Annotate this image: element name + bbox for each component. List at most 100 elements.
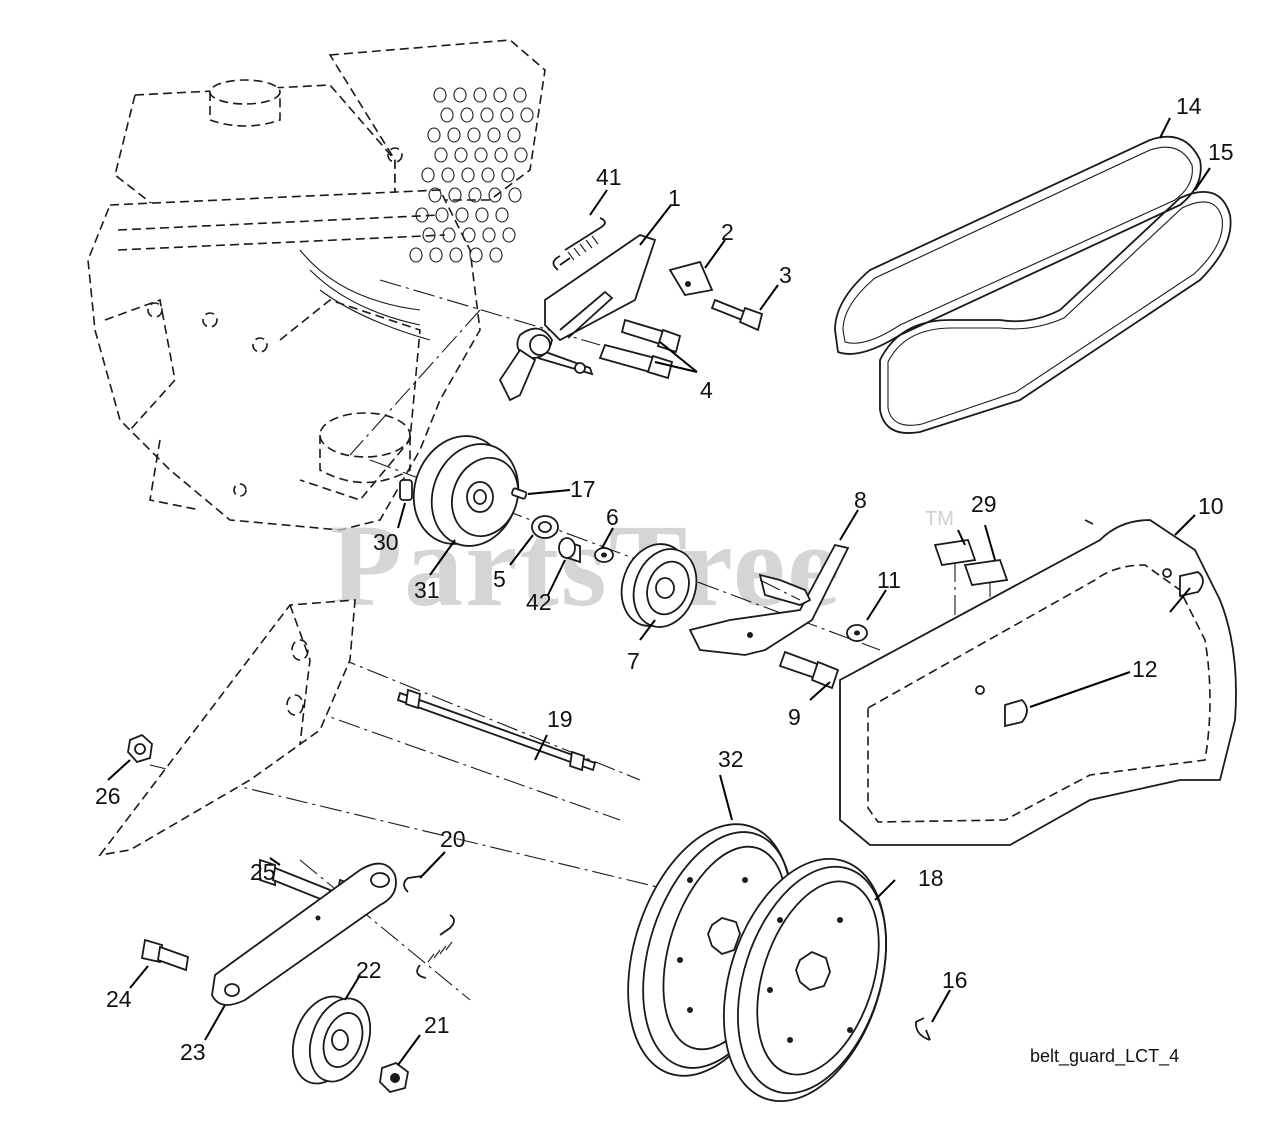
diagram-caption: belt_guard_LCT_4 xyxy=(1030,1046,1179,1067)
part-11-washer xyxy=(846,624,868,642)
cooling-fin-hole xyxy=(514,147,528,163)
part-19-shaft xyxy=(396,688,597,772)
watermark-trademark: TM xyxy=(925,508,954,530)
cooling-fin-hole xyxy=(508,187,522,203)
callout-32: 32 xyxy=(718,746,744,772)
part-42-spacer xyxy=(558,537,581,564)
part-5-nut xyxy=(531,515,559,539)
cooling-fin-hole xyxy=(462,227,476,243)
cooling-fin-hole xyxy=(513,87,527,103)
cooling-fin-hole xyxy=(435,207,449,223)
part-7-idler-pulley xyxy=(620,543,698,628)
part-14-belt xyxy=(834,135,1202,355)
part-15-belt xyxy=(879,190,1232,434)
cooling-fin-hole xyxy=(442,227,456,243)
part-22-pulley xyxy=(291,995,372,1085)
cooling-fin-hole xyxy=(487,127,501,143)
callout-20: 20 xyxy=(440,826,466,852)
part-8-bracket xyxy=(688,543,850,656)
callout-10: 10 xyxy=(1198,493,1224,519)
part-24-bolt xyxy=(140,938,190,972)
callout-14: 14 xyxy=(1176,93,1202,119)
cooling-fin-hole xyxy=(461,167,475,183)
callout-9: 9 xyxy=(788,704,801,730)
cooling-fin-hole xyxy=(454,147,468,163)
cooling-fin-hole xyxy=(434,147,448,163)
cooling-fin-hole xyxy=(493,87,507,103)
callout-4: 4 xyxy=(700,377,713,403)
cooling-fin-hole xyxy=(448,187,462,203)
part-9-bolt xyxy=(778,650,840,690)
callout-18: 18 xyxy=(918,865,944,891)
cooling-fin-hole xyxy=(453,87,467,103)
cooling-fin-hole xyxy=(501,167,515,183)
part-21-nut xyxy=(379,1061,409,1094)
callout-5: 5 xyxy=(493,566,506,592)
callout-3: 3 xyxy=(779,262,792,288)
callout-41: 41 xyxy=(596,164,622,190)
cooling-fin-hole xyxy=(495,207,509,223)
cooling-fin-hole xyxy=(447,127,461,143)
watermark: PartsTree TM xyxy=(330,500,954,631)
part-3-bolt xyxy=(710,298,764,332)
cooling-fin-hole xyxy=(422,227,436,243)
callout-31: 31 xyxy=(414,577,440,603)
callout-8: 8 xyxy=(854,487,867,513)
part-23-idler-arm xyxy=(211,862,397,1006)
cooling-fin-hole xyxy=(433,87,447,103)
callout-19: 19 xyxy=(547,706,573,732)
cooling-fin-hole xyxy=(427,127,441,143)
idler-spring xyxy=(416,914,455,979)
cooling-fin-hole xyxy=(429,247,443,263)
part-2-clip xyxy=(668,260,714,296)
cooling-fin-hole xyxy=(468,187,482,203)
engine-cooling-fins xyxy=(409,87,534,263)
cooling-fin-hole xyxy=(488,187,502,203)
callout-6: 6 xyxy=(606,504,619,530)
part-30-key xyxy=(399,479,413,501)
cooling-fin-hole xyxy=(469,247,483,263)
cooling-fin-hole xyxy=(441,167,455,183)
part-4-bolts xyxy=(598,318,682,380)
cooling-fin-hole xyxy=(502,227,516,243)
callout-30: 30 xyxy=(373,529,399,555)
cooling-fin-hole xyxy=(520,107,534,123)
callout-21: 21 xyxy=(424,1012,450,1038)
cooling-fin-hole xyxy=(449,247,463,263)
cooling-fin-hole xyxy=(409,247,423,263)
callout-42: 42 xyxy=(526,589,552,615)
engine-phantom xyxy=(87,39,546,531)
callout-29: 29 xyxy=(971,491,997,517)
callout-11: 11 xyxy=(877,567,901,593)
part-16-clip xyxy=(915,1017,931,1041)
cooling-fin-hole xyxy=(455,207,469,223)
callout-2: 2 xyxy=(721,219,734,245)
cooling-fin-hole xyxy=(500,107,514,123)
callout-12: 12 xyxy=(1132,656,1158,682)
part-6-washer xyxy=(594,547,614,563)
callout-15: 15 xyxy=(1208,139,1234,165)
cooling-fin-hole xyxy=(473,87,487,103)
part-10-belt-guard xyxy=(839,519,1237,846)
callout-16: 16 xyxy=(942,967,968,993)
part-20-clip xyxy=(403,875,423,893)
leader-lines xyxy=(107,117,1211,1066)
cooling-fin-hole xyxy=(482,227,496,243)
callouts: 1 2 3 4 5 6 7 8 9 10 11 12 14 15 16 17 1… xyxy=(95,93,1234,1065)
callout-26: 26 xyxy=(95,783,121,809)
callout-24: 24 xyxy=(106,986,132,1012)
callout-23: 23 xyxy=(180,1039,206,1065)
watermark-text: PartsTree xyxy=(330,500,842,631)
part-29-tabs xyxy=(933,538,1009,586)
part-31-pulley xyxy=(412,435,520,547)
cooling-fin-hole xyxy=(480,107,494,123)
cooling-fin-hole xyxy=(415,207,429,223)
cooling-fin-hole xyxy=(475,207,489,223)
cooling-fin-hole xyxy=(474,147,488,163)
callout-1: 1 xyxy=(668,185,681,211)
part-18-drive-pulley xyxy=(722,857,888,1103)
part-41-spring xyxy=(552,217,606,271)
callout-25: 25 xyxy=(250,859,276,885)
cooling-fin-hole xyxy=(428,187,442,203)
